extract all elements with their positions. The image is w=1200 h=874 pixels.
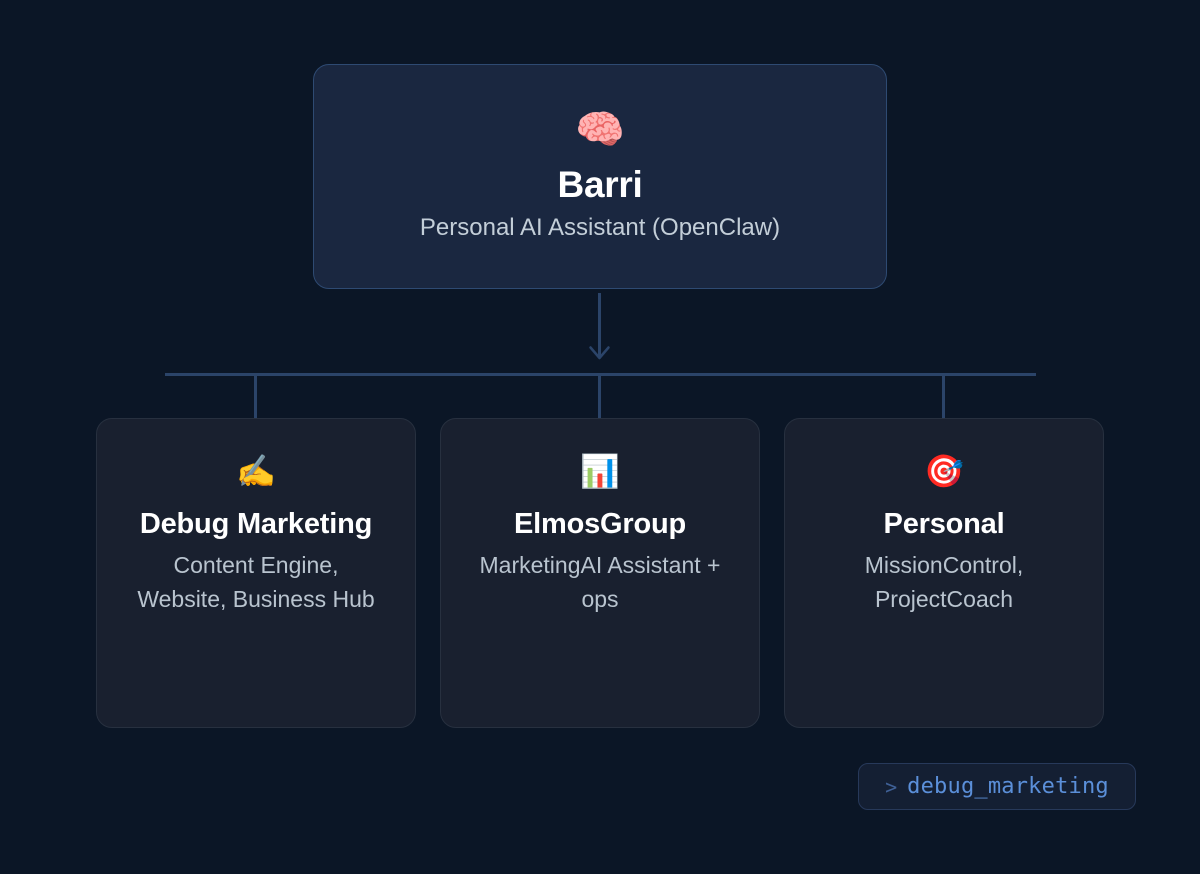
terminal-command-label: debug_marketing: [907, 774, 1109, 799]
writing-hand-icon: ✍️: [236, 453, 276, 489]
root-node-subtitle: Personal AI Assistant (OpenClaw): [419, 214, 781, 242]
connector-drop-3: [942, 376, 945, 418]
child-node-title: ElmosGroup: [513, 508, 686, 540]
child-node-description: MissionControl, ProjectCoach: [864, 552, 1024, 613]
bar-chart-icon: 📊: [580, 453, 620, 489]
child-node-elmosgroup[interactable]: 📊 ElmosGroup MarketingAI Assistant + ops: [440, 418, 760, 728]
connector-root-stem: [598, 293, 601, 340]
child-node-description: Content Engine, Website, Business Hub: [137, 552, 375, 613]
direct-hit-icon: 🎯: [924, 453, 964, 489]
prompt-caret-icon: >: [885, 774, 898, 799]
child-node-debug-marketing[interactable]: ✍️ Debug Marketing Content Engine, Websi…: [96, 418, 416, 728]
child-node-title: Personal: [883, 508, 1005, 540]
connector-drop-1: [254, 376, 257, 418]
connector-drop-2: [598, 376, 601, 418]
child-node-description: MarketingAI Assistant + ops: [479, 552, 721, 613]
connector-horizontal-bus: [165, 373, 1036, 376]
terminal-command-badge[interactable]: > debug_marketing: [858, 763, 1136, 810]
root-node-barri[interactable]: 🧠 Barri Personal AI Assistant (OpenClaw): [313, 64, 887, 289]
root-node-title: Barri: [557, 163, 643, 205]
brain-icon: 🧠: [575, 107, 625, 152]
child-node-personal[interactable]: 🎯 Personal MissionControl, ProjectCoach: [784, 418, 1104, 728]
child-node-title: Debug Marketing: [139, 508, 373, 540]
connector-arrowhead-icon: [589, 336, 610, 360]
